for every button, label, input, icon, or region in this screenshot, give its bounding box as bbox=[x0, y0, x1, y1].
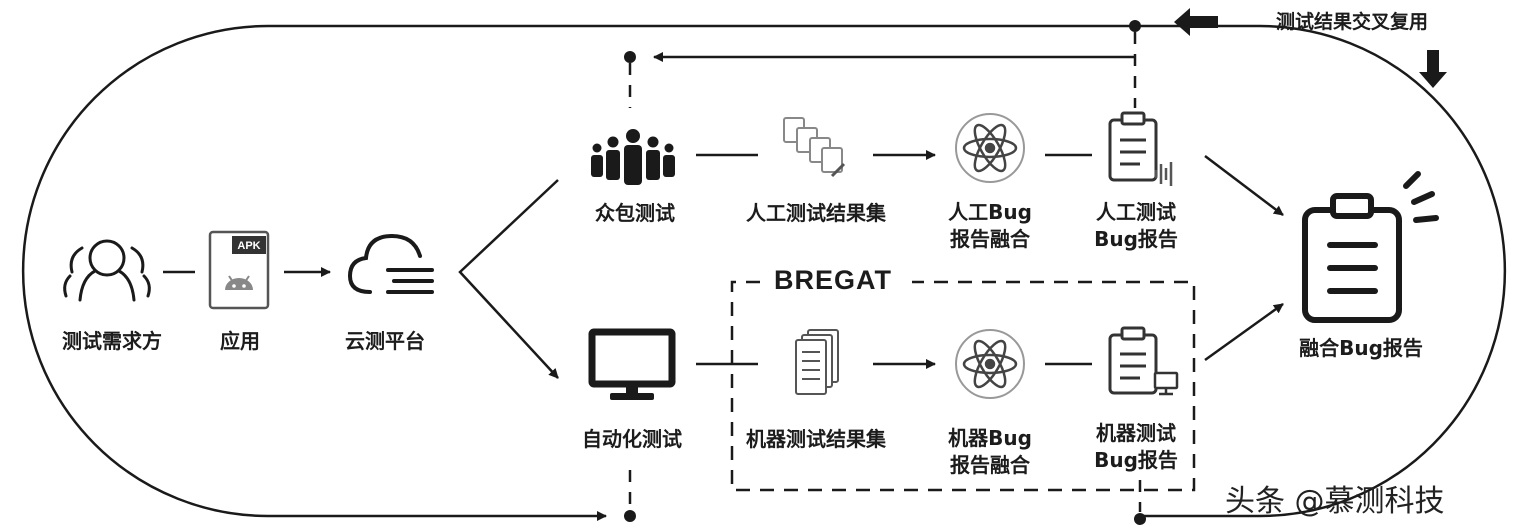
machine-fusion-label: 机器Bug 报告融合 bbox=[938, 425, 1042, 479]
cloud-platform-label: 云测平台 bbox=[345, 329, 425, 353]
manual-report-clipboard-icon bbox=[1108, 111, 1173, 186]
machine-report-line-1: 机器测试 bbox=[1096, 421, 1176, 445]
flow-lines bbox=[163, 150, 1284, 379]
fused-report-label: 融合Bug报告 bbox=[1299, 336, 1423, 360]
apk-badge: APK bbox=[237, 240, 260, 252]
bregat-group-box bbox=[730, 280, 1196, 492]
app-label: 应用 bbox=[220, 329, 260, 353]
manual-result-set-icon bbox=[783, 117, 846, 178]
machine-report-label: 机器测试 Bug报告 bbox=[1084, 420, 1188, 474]
manual-report-line-2: Bug报告 bbox=[1094, 227, 1178, 251]
monitor-icon bbox=[588, 328, 676, 400]
cloud-icon bbox=[347, 233, 434, 294]
bregat-group-label: BREGAT bbox=[774, 265, 892, 295]
people-group-icon bbox=[63, 239, 151, 302]
machine-fusion-atom-icon bbox=[955, 329, 1025, 399]
loop-dots bbox=[624, 20, 1146, 525]
manual-fusion-line-1: 人工Bug bbox=[948, 200, 1032, 224]
machine-result-set-icon bbox=[795, 329, 839, 395]
left-block-arrow-icon bbox=[1174, 8, 1218, 36]
machine-results-label: 机器测试结果集 bbox=[746, 427, 886, 451]
android-app-icon: APK bbox=[208, 230, 270, 310]
manual-report-label: 人工测试 Bug报告 bbox=[1084, 199, 1188, 253]
cross-reuse-label: 测试结果交叉复用 bbox=[1275, 11, 1428, 33]
manual-report-line-1: 人工测试 bbox=[1096, 200, 1176, 224]
manual-fusion-line-2: 报告融合 bbox=[950, 227, 1030, 251]
machine-fusion-line-2: 报告融合 bbox=[950, 453, 1030, 477]
machine-report-line-2: Bug报告 bbox=[1094, 448, 1178, 472]
crowd-icon bbox=[591, 129, 675, 185]
fused-report-clipboard-icon bbox=[1302, 171, 1439, 323]
outer-loop bbox=[21, 24, 1507, 521]
requester-label: 测试需求方 bbox=[62, 329, 162, 353]
watermark: 头条 @慕测科技 bbox=[1225, 484, 1445, 519]
crowd-testing-label: 众包测试 bbox=[595, 201, 675, 225]
down-block-arrow-icon bbox=[1419, 50, 1447, 88]
manual-fusion-atom-icon bbox=[955, 113, 1025, 183]
machine-report-clipboard-icon bbox=[1108, 326, 1179, 396]
manual-results-label: 人工测试结果集 bbox=[746, 201, 886, 225]
auto-testing-label: 自动化测试 bbox=[582, 427, 682, 451]
dashed-connectors bbox=[628, 32, 1142, 512]
manual-fusion-label: 人工Bug 报告融合 bbox=[938, 199, 1042, 253]
machine-fusion-line-1: 机器Bug bbox=[948, 426, 1032, 450]
